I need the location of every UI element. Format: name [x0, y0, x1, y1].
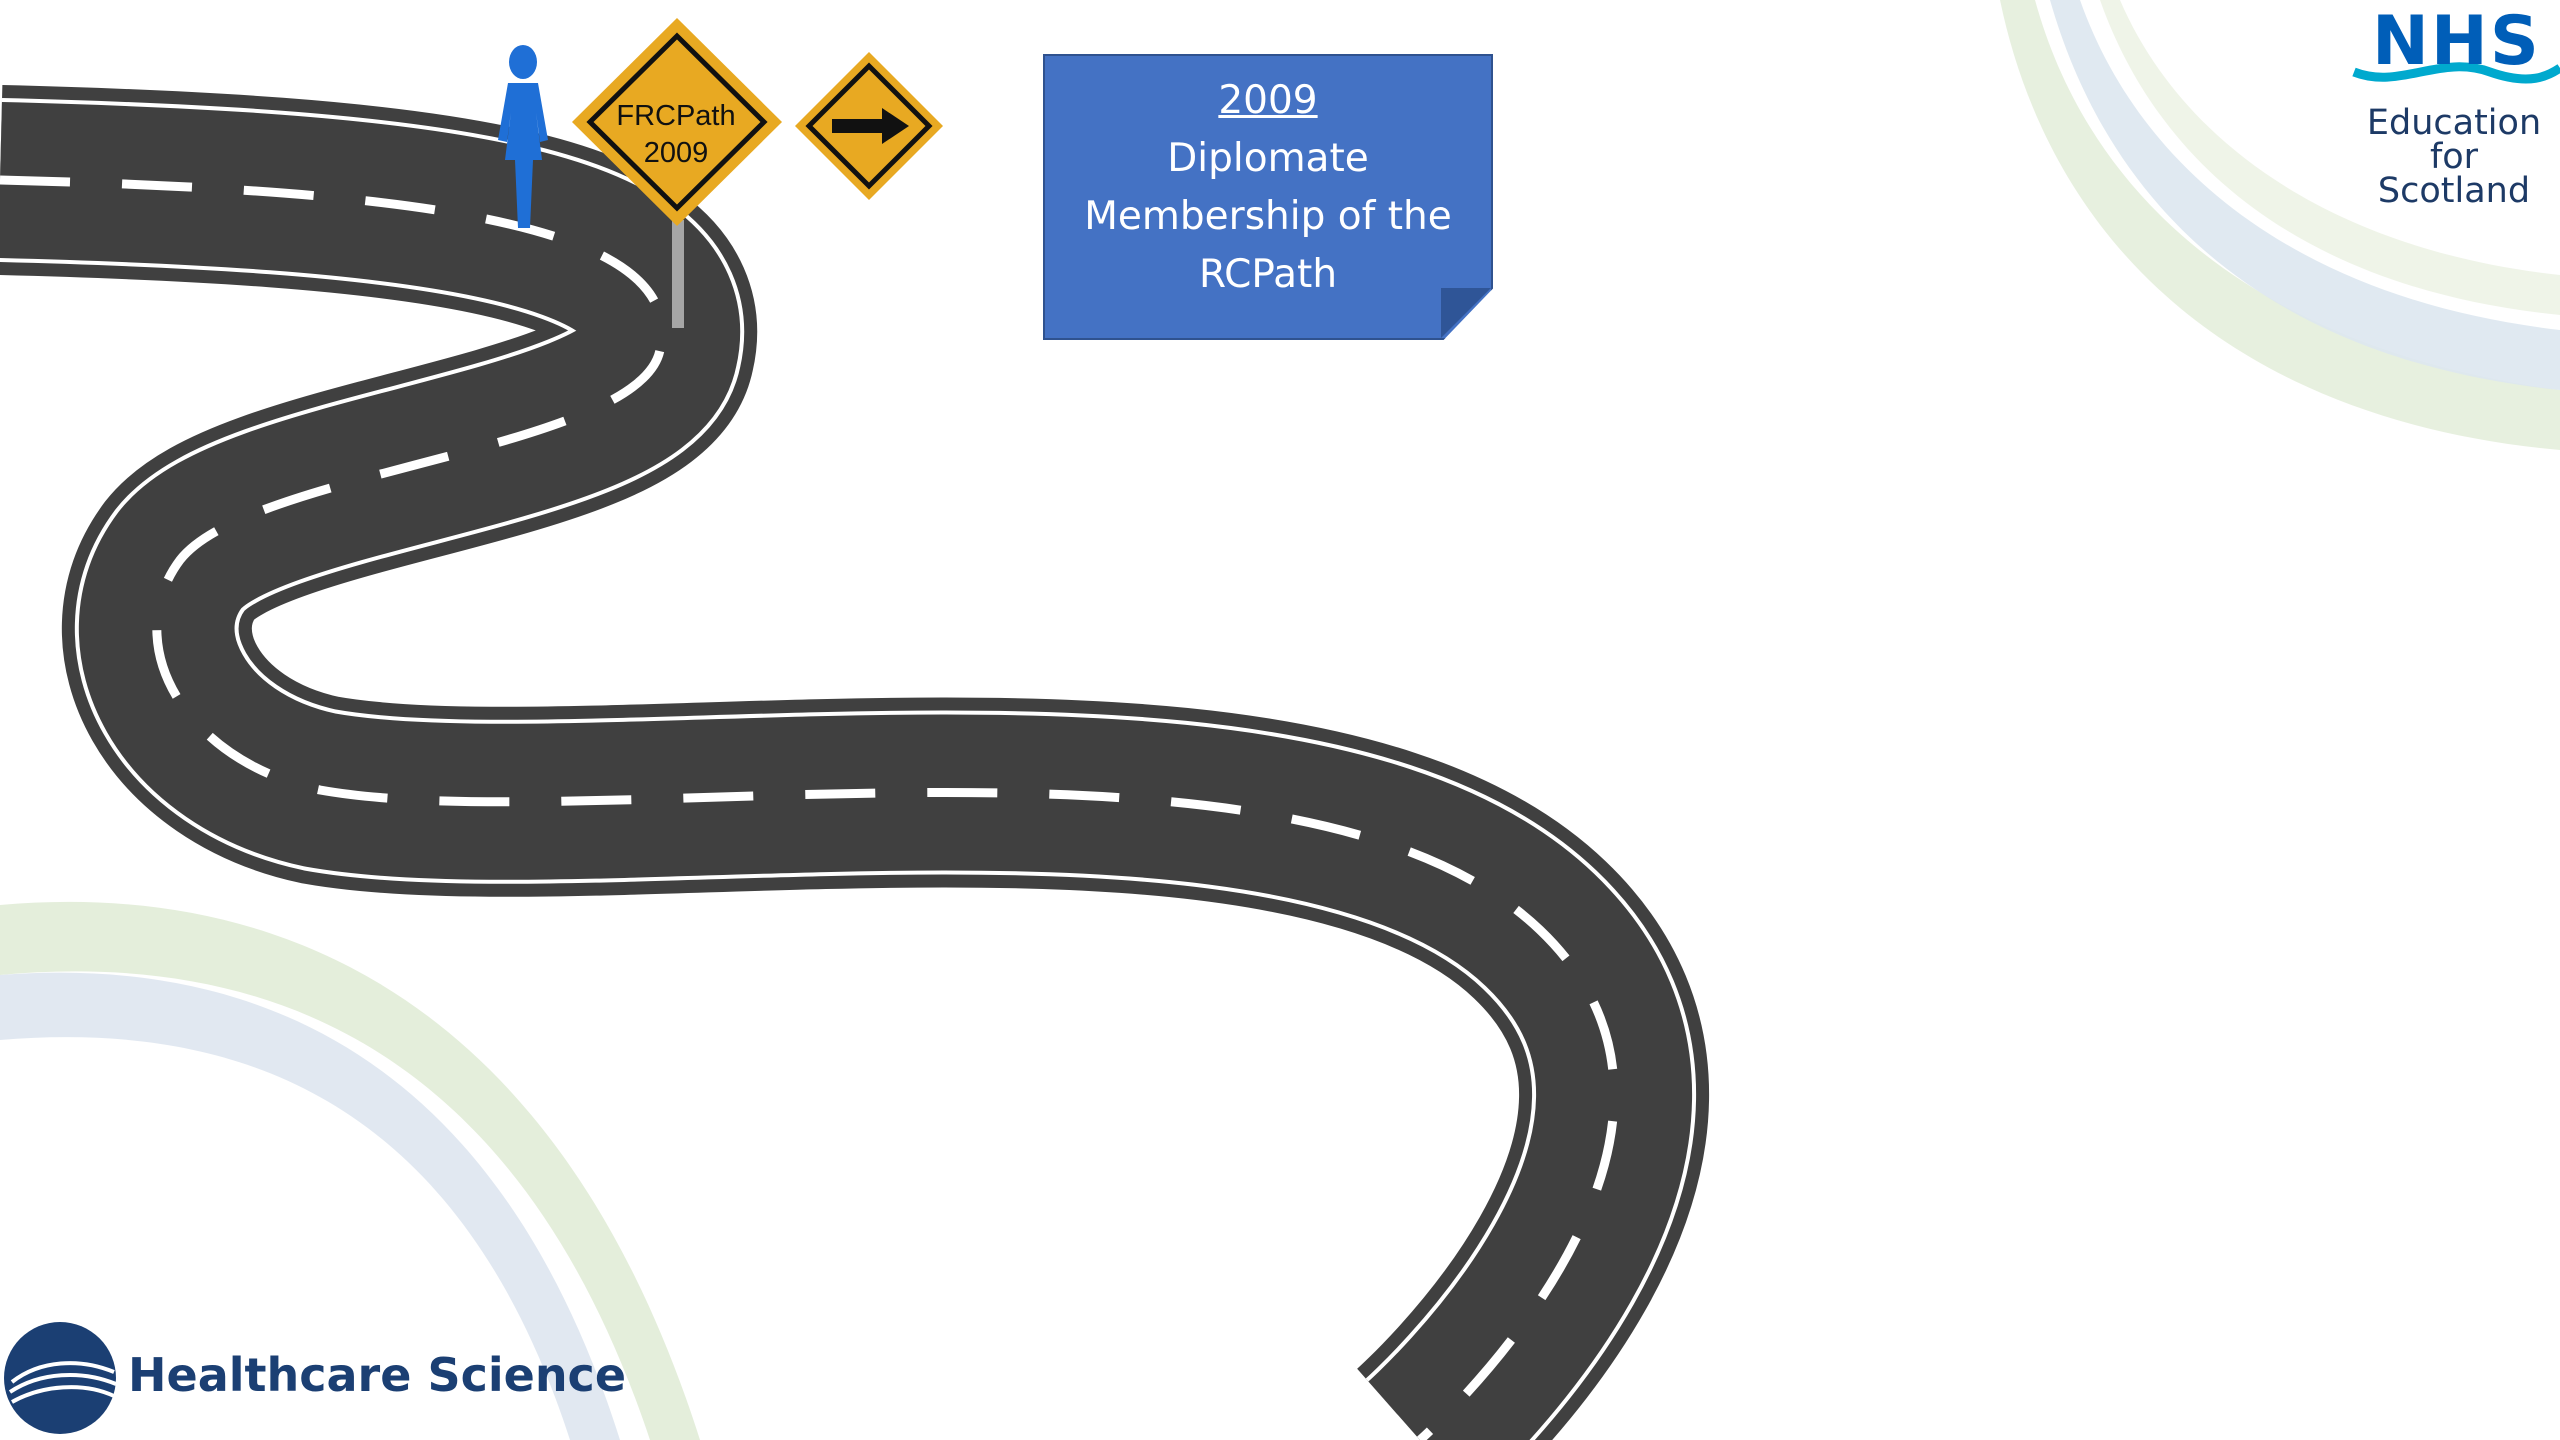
- nhs-line-2: for: [2348, 140, 2560, 174]
- milestone-note: 2009 Diplomate Membership of the RCPath: [1043, 54, 1493, 340]
- note-year: 2009: [1045, 72, 1491, 130]
- note-line-3: RCPath: [1045, 246, 1491, 304]
- nhs-education-scotland-logo: NHS Education for Scotland: [2348, 0, 2560, 220]
- nhs-subtitle: Education for Scotland: [2348, 106, 2560, 208]
- nhs-wordmark: NHS: [2372, 2, 2541, 81]
- healthcare-science-text: Healthcare Science: [128, 1348, 626, 1402]
- road-illustration: [0, 180, 1614, 1440]
- sign-line-1: FRCPath: [595, 98, 757, 135]
- frcpath-sign-label: FRCPath 2009: [595, 98, 757, 172]
- arrow-sign: [795, 52, 943, 200]
- nhs-line-3: Scotland: [2348, 174, 2560, 208]
- sign-line-2: 2009: [595, 135, 757, 172]
- nhs-line-1: Education: [2348, 106, 2560, 140]
- sign-pole: [672, 220, 684, 328]
- note-line-1: Diplomate: [1045, 130, 1491, 188]
- healthcare-science-logo: Healthcare Science: [0, 1318, 600, 1440]
- note-line-2: Membership of the: [1045, 188, 1491, 246]
